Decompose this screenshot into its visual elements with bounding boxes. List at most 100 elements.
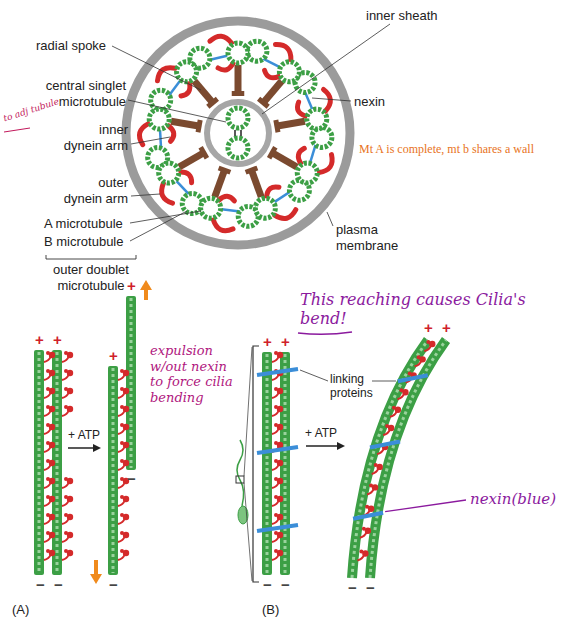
a-microtubule [177, 62, 197, 82]
dynein-head [274, 513, 278, 517]
dynein-head [46, 441, 50, 445]
part-label: plasma membrane [336, 222, 406, 253]
radial-spoke [171, 121, 199, 126]
a-microtubule [255, 198, 275, 218]
spoke-head [232, 91, 245, 96]
handwritten-note: nexin(blue) [470, 490, 556, 508]
leader-lines [4, 24, 466, 512]
microtubule-stripe [266, 354, 269, 573]
radial-spoke [215, 171, 225, 197]
part-label: B microtubule [44, 234, 123, 250]
part-label: linking proteins [330, 372, 386, 401]
minus-end-sign: − [127, 471, 136, 486]
microtubule [34, 350, 44, 575]
dynein-head [120, 387, 124, 391]
dynein-head [46, 477, 50, 481]
dynein-head [274, 441, 278, 445]
radial-spoke [273, 153, 297, 167]
dynein-head [274, 531, 278, 535]
inner-dynein-arm [168, 126, 173, 142]
plus-end-sign: + [281, 334, 290, 349]
spoke-head [208, 99, 218, 107]
plus-end-sign: + [53, 332, 62, 347]
dynein-head [274, 477, 278, 481]
cilium-icon [237, 440, 244, 506]
dynein-head [64, 369, 68, 373]
plus-end-sign: + [424, 320, 433, 335]
radial-spoke [194, 81, 212, 102]
outer-dynein-arm [276, 45, 291, 61]
dynein-head [359, 549, 363, 553]
inner-dynein-arm [218, 63, 233, 70]
handwritten-mark [4, 128, 30, 132]
dynein-head [274, 549, 278, 553]
dynein-head [64, 495, 68, 499]
reaction-label: + ATP [305, 426, 337, 440]
dynein-head [120, 531, 124, 535]
dynein-head [274, 351, 278, 355]
a-microtubule [149, 109, 169, 129]
leader-line [327, 212, 333, 226]
zoom-line [244, 347, 252, 476]
inner-dynein-arm [180, 172, 192, 183]
minus-end-sign: − [109, 577, 118, 592]
dynein-head [46, 423, 50, 427]
dynein-head [274, 387, 278, 391]
dynein-head [64, 351, 68, 355]
linking-protein [353, 513, 383, 519]
radial-spoke [264, 81, 282, 102]
dynein-head [64, 531, 68, 535]
dynein-head [64, 549, 68, 553]
part-label: radial spoke [36, 38, 106, 54]
linking-protein [257, 525, 298, 531]
dynein-head [64, 513, 68, 517]
dynein-head [408, 371, 412, 375]
leader-line [312, 98, 351, 101]
handwritten-note: expulsion w/out nexin to force cilia ben… [150, 343, 234, 405]
minus-end-sign: − [366, 580, 375, 595]
dynein-head [369, 483, 373, 487]
dynein-head [120, 423, 124, 427]
sliding-panels [34, 280, 446, 584]
leader-line [372, 381, 396, 382]
dynein-head [374, 463, 378, 467]
dynein-head [120, 477, 124, 481]
part-label: outer doublet microtubule [46, 262, 136, 293]
bracket [46, 255, 136, 259]
leader-line [385, 500, 466, 512]
dynein-head [120, 513, 124, 517]
panel-label: (A) [12, 602, 29, 618]
microtubule [108, 366, 118, 575]
leader-line [262, 24, 390, 114]
inner-dynein-arm [267, 187, 279, 197]
minus-end-sign: − [36, 577, 45, 592]
dynein-head [46, 531, 50, 535]
dynein-head [365, 505, 369, 509]
outer-dynein-arm [210, 36, 232, 43]
linking-protein [370, 442, 400, 448]
plus-end-sign: + [109, 348, 118, 363]
radial-spoke [235, 65, 242, 93]
dynein-head [46, 459, 50, 463]
part-label: A microtubule [44, 216, 123, 232]
motion-arrow-head [90, 574, 102, 584]
plus-end-sign: + [263, 334, 272, 349]
radial-spoke [179, 153, 203, 167]
dynein-head [120, 495, 124, 499]
handwritten-underline [298, 332, 352, 334]
dynein-head [362, 527, 366, 531]
leader-line [131, 194, 160, 196]
dynein-head [46, 513, 50, 517]
arrow-head [337, 442, 345, 450]
dynein-head [392, 406, 396, 410]
spoke-head [259, 99, 269, 107]
plasma-membrane [126, 21, 350, 245]
microtubule-stripe [56, 352, 59, 573]
reaction-label: + ATP [68, 428, 100, 442]
panel-label: (B) [262, 602, 279, 618]
minus-end-sign: − [263, 577, 272, 592]
dynein-head [274, 495, 278, 499]
leader-line [131, 137, 170, 144]
a-microtubule [159, 163, 179, 183]
